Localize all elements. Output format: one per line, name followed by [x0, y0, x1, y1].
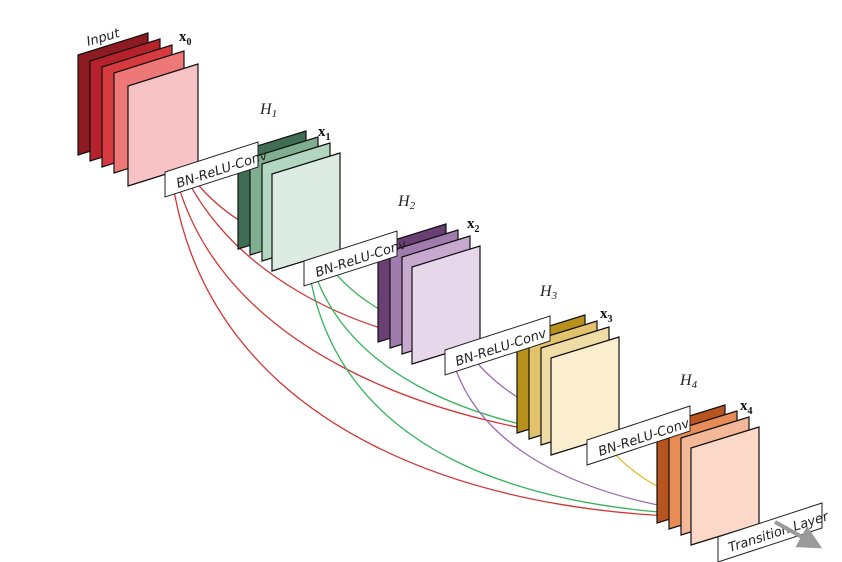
edge-x0-transition [167, 127, 746, 518]
h3-label: H3 [539, 283, 558, 302]
block4-stack [656, 404, 760, 546]
op-box-4-outline [586, 405, 691, 466]
op-box-3-outline [444, 315, 551, 376]
x1-main: x [318, 124, 326, 140]
x4-label: x4 [740, 398, 753, 417]
h2-sub: 2 [410, 200, 416, 212]
x0-main: x [179, 29, 187, 45]
x3-sub: 3 [608, 314, 613, 325]
op-box-2-outline [303, 230, 398, 287]
h2-main: H [397, 193, 411, 210]
x2-sub: 2 [475, 224, 480, 235]
x1-label: x1 [318, 124, 331, 143]
x1-sub: 1 [326, 132, 331, 143]
h4-sub: 4 [692, 379, 698, 391]
op-box-1-outline [164, 141, 259, 198]
transition-output-arrow [774, 520, 823, 549]
h3-sub: 3 [551, 290, 558, 302]
x0-sub: 0 [187, 37, 192, 48]
h4-main: H [679, 372, 693, 389]
x0-label: x0 [179, 29, 192, 48]
h4-label: H4 [679, 372, 698, 391]
input-stack [77, 32, 199, 187]
x3-main: x [600, 306, 608, 322]
block3-stack [516, 314, 620, 456]
h1-sub: 1 [272, 108, 278, 120]
h1-label: H1 [259, 101, 277, 120]
h2-label: H2 [397, 193, 416, 212]
h1-main: H [259, 101, 273, 118]
x2-label: x2 [467, 216, 480, 235]
x4-main: x [740, 398, 748, 414]
x4-sub: 4 [748, 406, 753, 417]
x2-main: x [467, 216, 475, 232]
x3-label: x3 [600, 306, 613, 325]
h3-main: H [539, 283, 553, 300]
